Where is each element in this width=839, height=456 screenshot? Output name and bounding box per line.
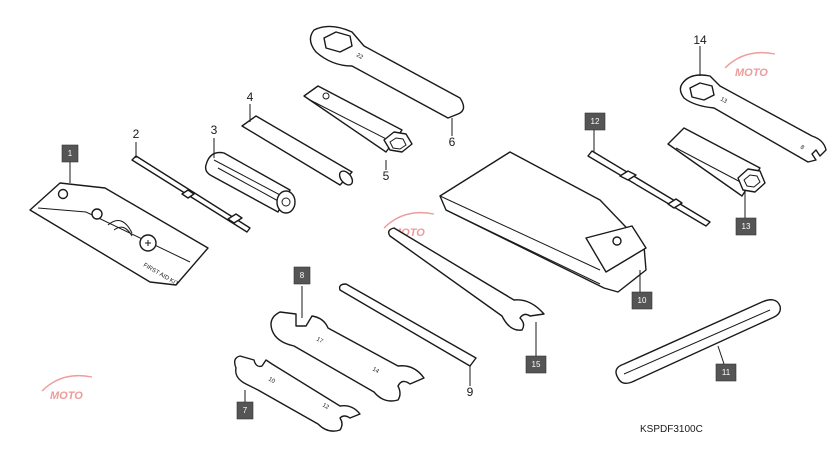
callout-1: 1 [61,144,79,163]
callout-10: 10 [631,291,653,310]
callout-11: 11 [715,363,737,382]
callout-2: 2 [133,127,140,141]
callout-3: 3 [211,123,218,137]
svg-text:8: 8 [300,271,305,280]
wrench-14-size-a: 13 [719,97,728,106]
svg-text:4: 4 [247,90,254,104]
callout-15: 15 [525,355,547,374]
callout-7: 7 [236,401,254,420]
svg-text:10: 10 [638,296,647,305]
svg-text:7: 7 [243,406,248,415]
svg-text:14: 14 [693,33,707,47]
callout-5: 5 [383,169,390,183]
tool-bag [439,151,647,293]
screwdriver-grip [204,151,296,214]
svg-text:15: 15 [532,360,541,369]
svg-text:5: 5 [383,169,390,183]
svg-text:11: 11 [722,368,731,377]
open-end-wrench-17-14: 17 14 [270,311,425,402]
handle-bar [338,283,477,367]
wrench-8-size-b: 14 [371,367,380,376]
screwdriver-blade [131,155,251,233]
long-open-end-wrench [387,227,545,331]
ring-wrench-22: 22 [309,25,465,119]
svg-text:13: 13 [742,222,751,231]
drawing-code: KSPDF3100C [640,424,703,435]
svg-text:9: 9 [467,385,474,399]
svg-text:1: 1 [68,149,73,158]
open-end-wrench-10-12: 10 12 [233,355,361,432]
extension-bar [241,115,354,186]
first-aid-kit-pouch: FIRST AID KIT [29,182,209,288]
leader-lines [69,46,746,402]
callout-9: 9 [467,385,474,399]
callout-14: 14 [693,33,707,47]
svg-text:2: 2 [133,127,140,141]
callouts: 1 2 3 4 5 6 7 8 9 10 11 12 13 14 15 [61,33,757,420]
callout-12: 12 [584,112,606,131]
box-socket-right [667,127,766,197]
rubber-band [615,299,782,385]
wrench-14-size-b: 8 [799,145,805,152]
callout-8: 8 [293,266,311,285]
watermark-top-right: MOTO [724,51,776,79]
ring-wrench-13-8: 13 8 [679,74,827,163]
svg-text:12: 12 [591,117,600,126]
watermark-text: MOTO [50,390,83,402]
wrench-6-size: 22 [355,53,364,62]
wrench-7-size-a: 10 [267,377,276,386]
callout-13: 13 [735,217,757,236]
watermark-text: MOTO [735,67,768,79]
svg-text:6: 6 [449,135,456,149]
wrench-8-size-a: 17 [315,337,324,346]
box-socket [303,85,413,153]
callout-4: 4 [247,90,254,104]
callout-6: 6 [449,135,456,149]
screwdriver-blade-right [587,150,711,227]
svg-text:3: 3 [211,123,218,137]
wrench-7-size-b: 12 [321,403,330,412]
watermark-bottom-left: MOTO [41,374,93,402]
